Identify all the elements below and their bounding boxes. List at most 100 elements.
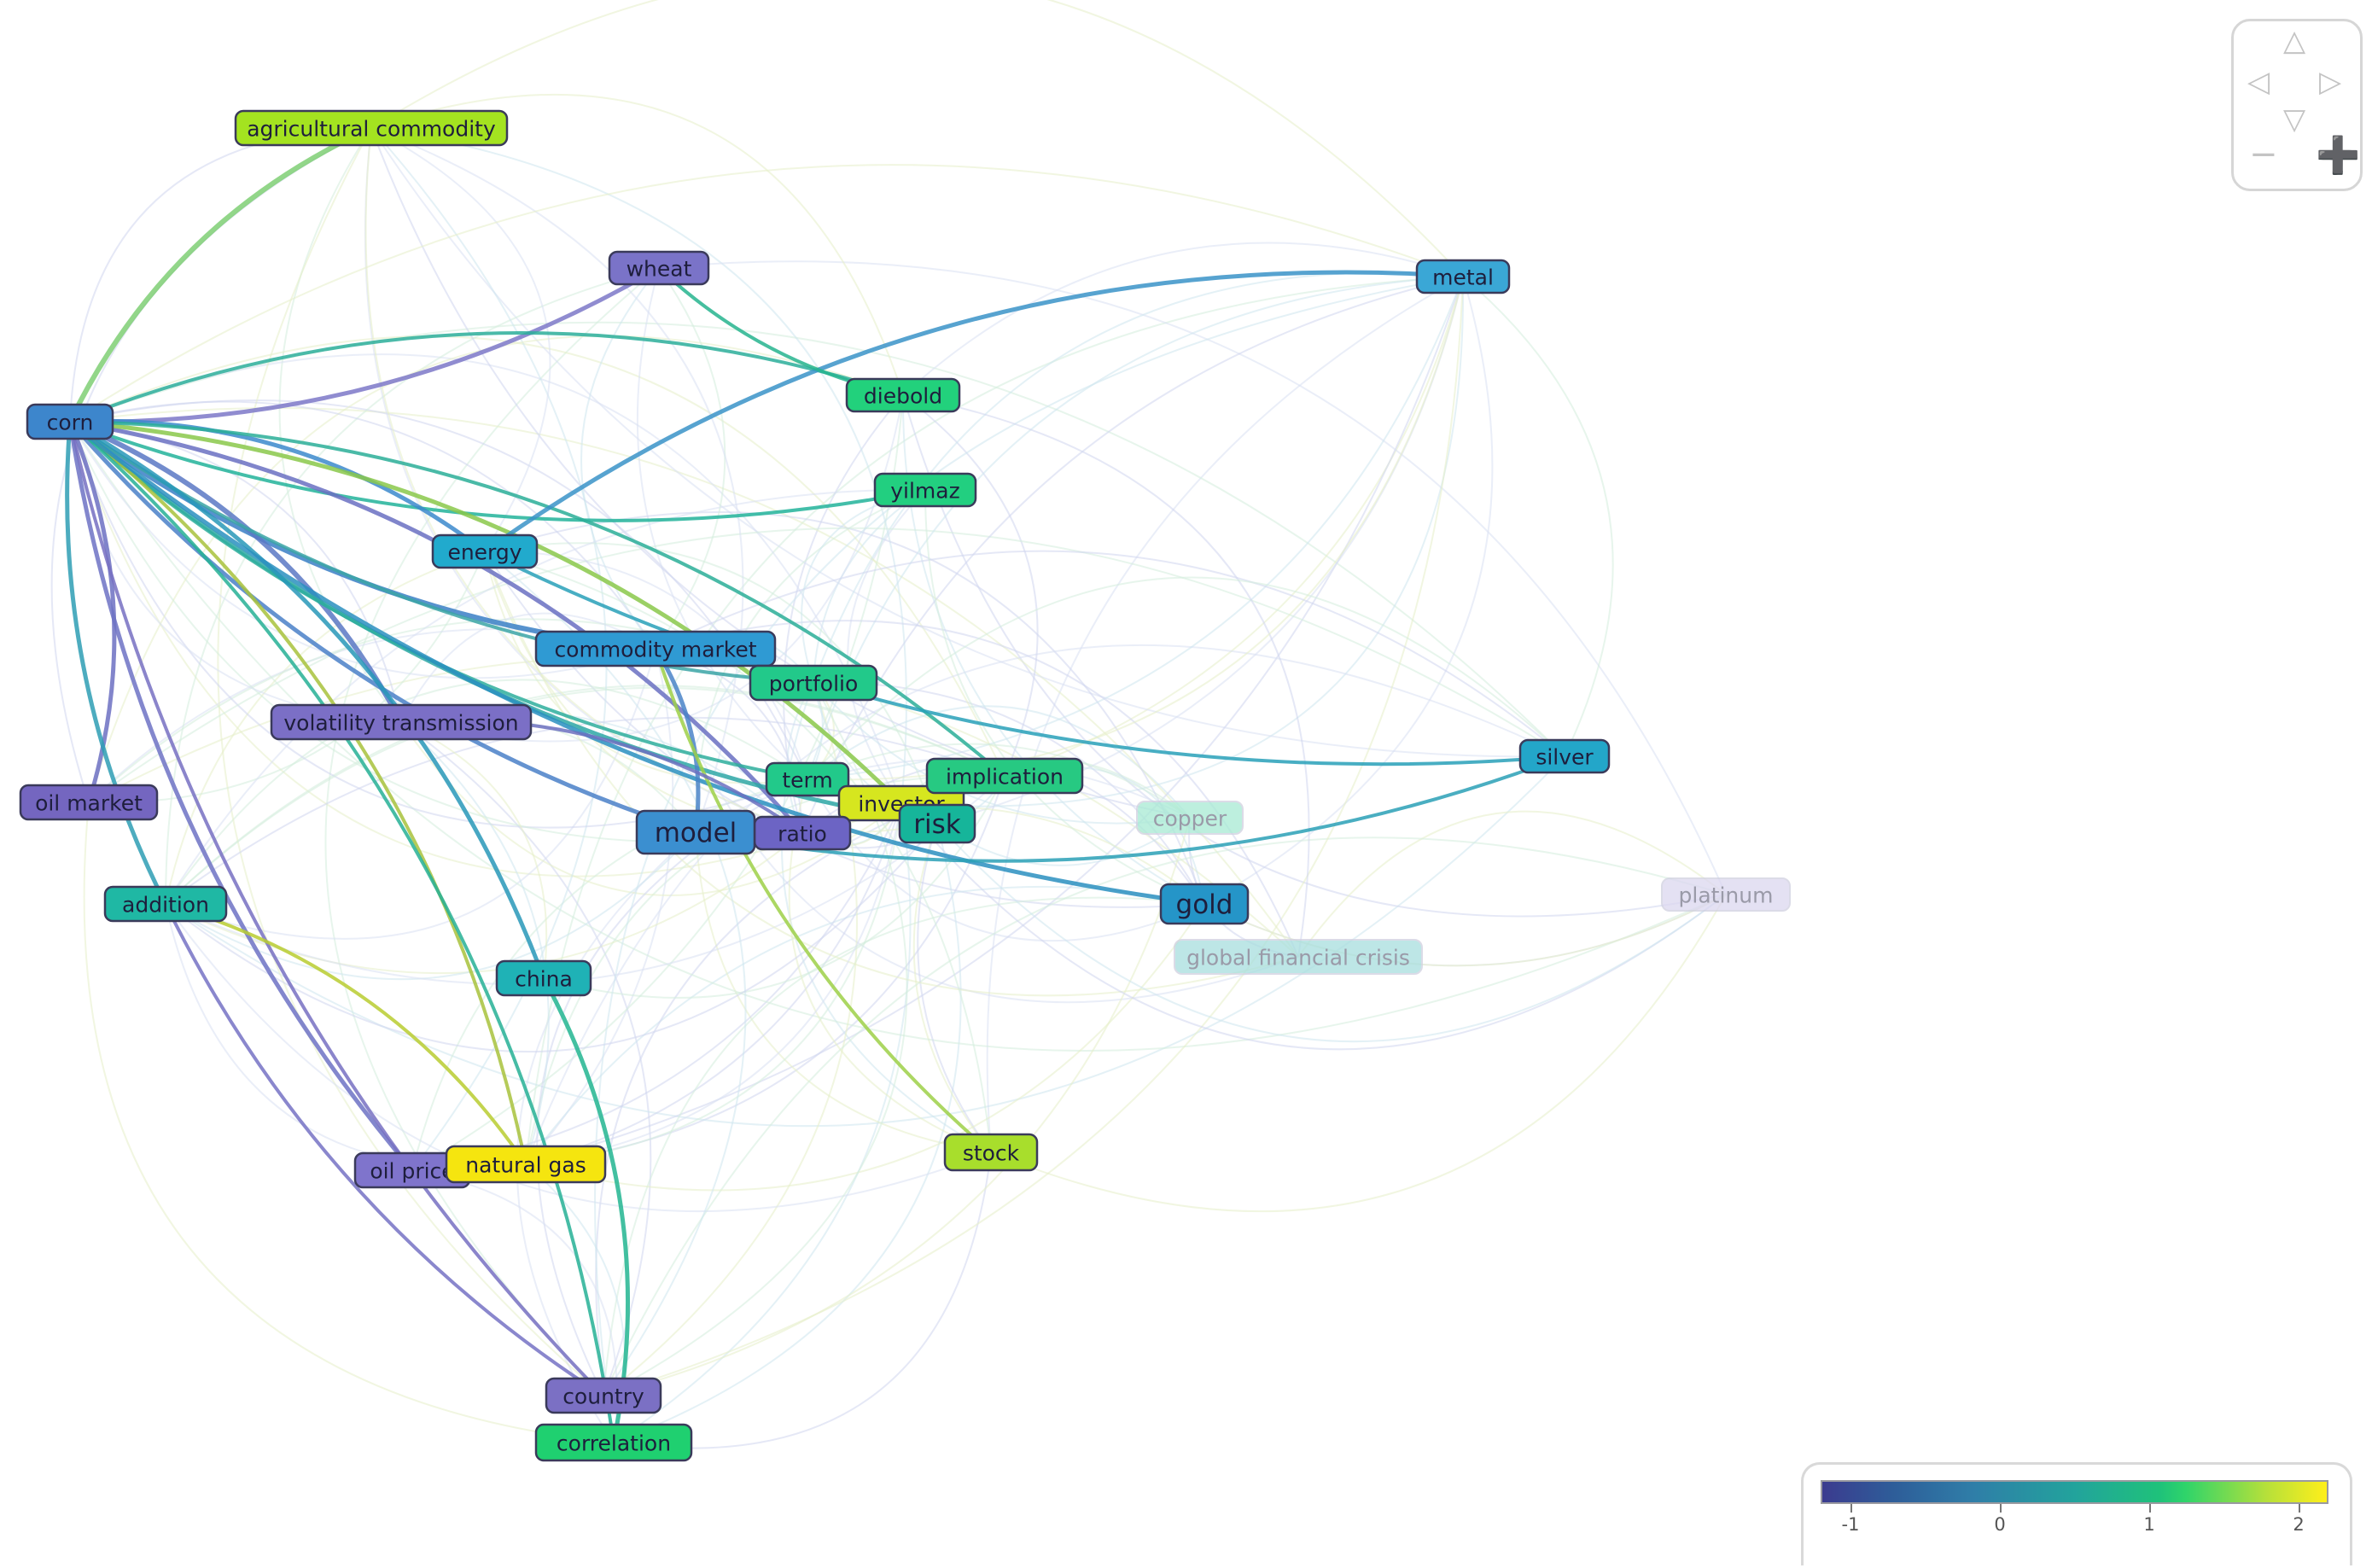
node-portfolio[interactable]: portfolio — [749, 664, 878, 702]
node-country[interactable]: country — [545, 1377, 662, 1414]
node-model[interactable]: model — [635, 809, 756, 855]
node-copper[interactable]: copper — [1136, 801, 1244, 835]
node-energy[interactable]: energy — [431, 533, 539, 569]
faint-edge — [69, 400, 656, 650]
faint-edge — [807, 576, 1565, 780]
faint-edge — [603, 817, 1191, 1396]
faint-edge — [525, 885, 1205, 1165]
node-global-financial-crisis[interactable]: global financial crisis — [1174, 939, 1423, 975]
node-volatility-transmission[interactable]: volatility transmission — [270, 703, 533, 741]
faint-edge — [69, 421, 656, 679]
node-box — [1136, 801, 1244, 835]
zoom-in-icon[interactable]: ➕ — [2316, 134, 2361, 176]
node-yilmaz[interactable]: yilmaz — [873, 472, 977, 508]
edge-corn-country — [68, 421, 605, 1397]
node-box — [749, 664, 878, 702]
node-box — [943, 1133, 1039, 1172]
node-label: yilmaz — [890, 479, 959, 504]
node-box — [545, 1377, 662, 1414]
faint-edge — [165, 775, 1005, 985]
faint-edge — [400, 612, 656, 723]
node-label: corn — [47, 411, 94, 435]
faint-edge — [484, 511, 1205, 905]
faint-edge — [400, 721, 550, 1165]
node-box — [1174, 939, 1423, 975]
zoom-out-icon[interactable]: − — [2249, 135, 2278, 174]
edge-energy-silver — [484, 550, 1565, 767]
faint-edge — [370, 0, 1464, 277]
node-term[interactable]: term — [765, 761, 850, 797]
faint-edge — [807, 743, 1191, 819]
node-risk[interactable]: risk — [898, 803, 976, 844]
pan-left-icon[interactable]: ◁ — [2247, 65, 2270, 99]
faint-edge — [165, 831, 696, 981]
faint-edge — [516, 831, 696, 1443]
faint-edge — [484, 542, 938, 825]
edge-corn-correlation — [68, 420, 615, 1443]
faint-edge — [83, 801, 615, 1443]
faint-edge — [655, 648, 1299, 1004]
node-diebold[interactable]: diebold — [845, 377, 961, 413]
node-implication[interactable]: implication — [925, 757, 1084, 795]
legend-tick-label: 1 — [2143, 1514, 2155, 1535]
faint-edge — [69, 127, 372, 423]
node-stock[interactable]: stock — [943, 1133, 1039, 1172]
node-box — [103, 885, 228, 923]
faint-edge — [813, 682, 1191, 825]
edge-corn-agricultural_commodity — [67, 125, 373, 423]
pan-right-icon[interactable]: ▷ — [2319, 65, 2342, 99]
faint-edge — [165, 903, 992, 1212]
node-label: global financial crisis — [1186, 946, 1410, 971]
node-platinum[interactable]: platinum — [1661, 877, 1791, 912]
node-addition[interactable]: addition — [103, 885, 228, 923]
faint-edge — [603, 896, 1205, 1396]
navigation-control: △ ◁ ▷ ▽ − ➕ — [2231, 19, 2363, 191]
pan-up-icon[interactable]: △ — [2283, 24, 2306, 58]
faint-edge — [1004, 276, 1464, 777]
node-label: oil market — [35, 791, 143, 816]
node-natural-gas[interactable]: natural gas — [445, 1145, 607, 1184]
node-label: metal — [1432, 265, 1494, 290]
node-label: agricultural commodity — [247, 117, 496, 142]
faint-edge — [165, 755, 1565, 1128]
node-oil-price[interactable]: oil price — [353, 1151, 471, 1189]
node-wheat[interactable]: wheat — [608, 250, 710, 286]
faint-edge — [613, 823, 962, 1443]
node-ratio[interactable]: ratio — [753, 815, 852, 851]
node-gold[interactable]: gold — [1159, 883, 1250, 925]
node-agricultural-commodity[interactable]: agricultural commodity — [234, 109, 509, 147]
faint-edge — [936, 823, 1727, 1043]
node-commodity-market[interactable]: commodity market — [534, 630, 777, 667]
pan-down-icon[interactable]: ▽ — [2283, 102, 2306, 137]
faint-edge — [986, 276, 1464, 1153]
node-china[interactable]: china — [495, 959, 592, 997]
faint-edge — [580, 267, 660, 650]
legend-tick-label: -1 — [1841, 1514, 1860, 1535]
node-box — [534, 1423, 693, 1462]
node-correlation[interactable]: correlation — [534, 1423, 693, 1462]
faint-edge — [69, 335, 1005, 777]
faint-edge — [525, 903, 1205, 1192]
faint-edge — [165, 832, 803, 975]
node-label: addition — [122, 893, 209, 918]
faint-edge — [525, 774, 1005, 1165]
node-oil-market[interactable]: oil market — [19, 784, 159, 821]
edge-corn-addition — [65, 421, 168, 906]
node-box — [19, 784, 159, 821]
edge-addition-natural_gas — [165, 902, 527, 1166]
faint-edge — [1203, 894, 1727, 967]
faint-edge — [917, 823, 992, 1153]
node-metal[interactable]: metal — [1415, 259, 1511, 294]
faint-edge — [543, 775, 1005, 999]
faint-edge — [1462, 276, 1614, 757]
faint-edge — [324, 267, 660, 1396]
faint-edge — [990, 894, 1727, 1213]
node-corn[interactable]: corn — [26, 403, 114, 440]
node-label: energy — [447, 540, 522, 565]
faint-edge — [217, 127, 604, 1396]
faint-edge — [69, 421, 902, 877]
node-box — [534, 630, 777, 667]
node-label: country — [562, 1384, 644, 1409]
node-silver[interactable]: silver — [1518, 738, 1611, 774]
